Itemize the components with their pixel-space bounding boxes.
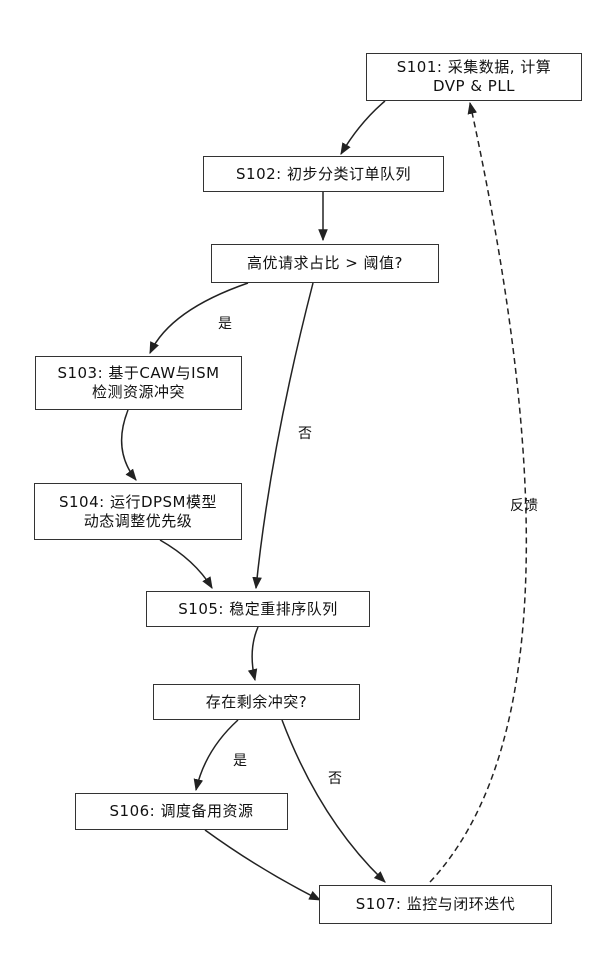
decision-remaining-conflict: 存在剩余冲突?: [153, 684, 360, 720]
step-s102-text: S102: 初步分类订单队列: [236, 165, 411, 184]
step-s107-text: S107: 监控与闭环迭代: [356, 895, 515, 914]
step-s101-line1: S101: 采集数据, 计算: [397, 58, 552, 77]
step-s104-line2: 动态调整优先级: [84, 512, 193, 531]
label-feedback: 反馈: [510, 495, 538, 515]
step-s105-stable-reorder: S105: 稳定重排序队列: [146, 591, 370, 627]
step-s106-backup-resources: S106: 调度备用资源: [75, 793, 288, 830]
step-s106-text: S106: 调度备用资源: [110, 802, 254, 821]
label-decision1-no: 否: [298, 423, 312, 443]
step-s104-dpsm-model: S104: 运行DPSM模型 动态调整优先级: [34, 483, 242, 540]
step-s103-detect-conflict: S103: 基于CAW与ISM 检测资源冲突: [35, 356, 242, 410]
arrow-decision1-yes-to-s103: [150, 283, 248, 353]
decision-2-text: 存在剩余冲突?: [206, 693, 307, 712]
step-s103-line1: S103: 基于CAW与ISM: [57, 364, 219, 383]
step-s107-monitor-loop: S107: 监控与闭环迭代: [319, 885, 552, 924]
decision-1-text: 高优请求占比 > 阈值?: [247, 254, 403, 273]
step-s104-line1: S104: 运行DPSM模型: [59, 493, 217, 512]
step-s101-collect-data: S101: 采集数据, 计算 DVP & PLL: [366, 53, 582, 101]
arrow-feedback-s107-to-s101: [430, 103, 526, 882]
label-decision1-yes: 是: [218, 313, 232, 333]
step-s102-classify-queue: S102: 初步分类订单队列: [203, 156, 444, 192]
step-s105-text: S105: 稳定重排序队列: [178, 600, 337, 619]
arrow-s101-to-s102: [341, 101, 385, 154]
arrow-s104-to-s105: [160, 540, 212, 588]
decision-high-priority-ratio: 高优请求占比 > 阈值?: [211, 244, 439, 283]
arrow-decision2-no-to-s107: [282, 720, 385, 882]
step-s103-line2: 检测资源冲突: [92, 383, 185, 402]
label-decision2-yes: 是: [233, 750, 247, 770]
arrow-s105-to-decision2: [252, 627, 258, 680]
label-decision2-no: 否: [328, 768, 342, 788]
step-s101-line2: DVP & PLL: [433, 77, 515, 96]
arrow-s106-to-s107: [205, 830, 320, 900]
arrow-decision2-yes-to-s106: [196, 720, 238, 790]
arrow-s103-to-s104: [122, 410, 136, 480]
